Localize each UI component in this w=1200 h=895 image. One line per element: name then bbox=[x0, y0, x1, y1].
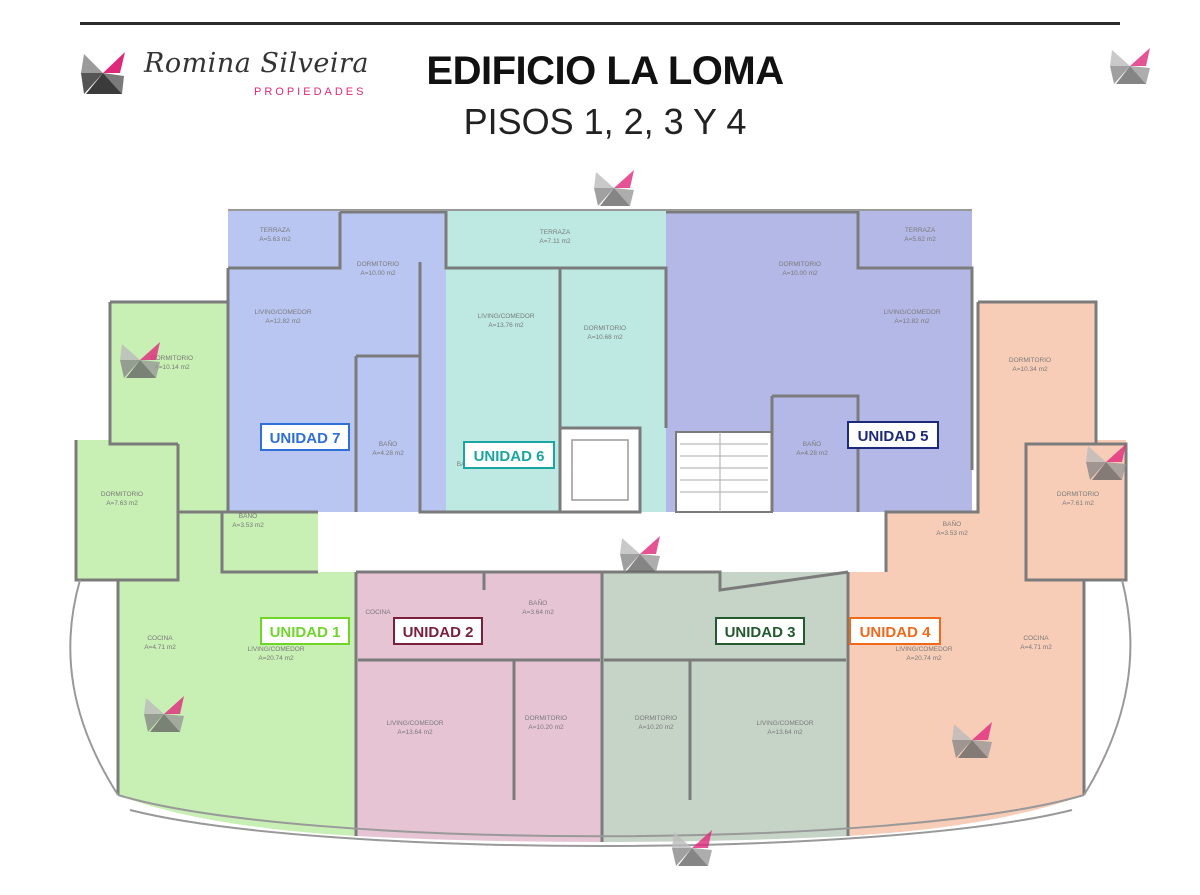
room-area: A=5.63 m2 bbox=[259, 236, 291, 243]
room-area: A=7.61 m2 bbox=[1062, 500, 1094, 507]
room-area: A=20.74 m2 bbox=[906, 655, 942, 662]
unit-label: UNIDAD 4 bbox=[860, 624, 931, 641]
room-area: A=10.20 m2 bbox=[528, 724, 564, 731]
room-area: A=10.00 m2 bbox=[360, 270, 396, 277]
room-area: A=3.53 m2 bbox=[936, 530, 968, 537]
unit-1-badge: UNIDAD 1 bbox=[260, 617, 350, 645]
room-label: DORMITORIO bbox=[101, 491, 143, 498]
room-label: TERRAZA bbox=[260, 227, 291, 234]
room-label: DORMITORIO bbox=[584, 325, 626, 332]
room-label: COCINA bbox=[147, 635, 173, 642]
facade-curve bbox=[69, 209, 1132, 847]
room-area: A=10.34 m2 bbox=[1012, 366, 1048, 373]
unit-7-area bbox=[228, 210, 446, 512]
room-label: DORMITORIO bbox=[357, 261, 399, 268]
brand-name: Romina Silveira bbox=[144, 48, 370, 79]
room-area: A=10.20 m2 bbox=[638, 724, 674, 731]
room-label: LIVING/COMEDOR bbox=[247, 646, 304, 653]
unit-3-area bbox=[602, 572, 848, 842]
room-label: BAÑO bbox=[379, 439, 397, 448]
room-label: COCINA bbox=[1023, 635, 1049, 642]
room-label: LIVING/COMEDOR bbox=[756, 720, 813, 727]
unit-label: UNIDAD 3 bbox=[725, 624, 796, 641]
room-label: COCINA bbox=[365, 609, 391, 616]
room-area: A=4.28 m2 bbox=[372, 450, 404, 457]
unit-label: UNIDAD 6 bbox=[474, 448, 545, 465]
room-area: A=13.64 m2 bbox=[397, 729, 433, 736]
unit-3-badge: UNIDAD 3 bbox=[715, 617, 805, 645]
room-area: A=12.82 m2 bbox=[894, 318, 930, 325]
room-area: A=4.71 m2 bbox=[1020, 644, 1052, 651]
unit-4-area bbox=[848, 302, 1126, 836]
room-label: BAÑO bbox=[803, 439, 821, 448]
room-area: A=5.62 m2 bbox=[904, 236, 936, 243]
room-label: LIVING/COMEDOR bbox=[895, 646, 952, 653]
room-area: A=10.68 m2 bbox=[587, 334, 623, 341]
room-label: LIVING/COMEDOR bbox=[883, 309, 940, 316]
room-label: LIVING/COMEDOR bbox=[477, 313, 534, 320]
room-label: BAÑO bbox=[943, 519, 961, 528]
unit-label: UNIDAD 5 bbox=[858, 428, 929, 445]
room-label: DORMITORIO bbox=[1009, 357, 1051, 364]
room-area: A=10.14 m2 bbox=[154, 364, 190, 371]
unit-6-badge: UNIDAD 6 bbox=[463, 441, 555, 469]
room-area: A=13.76 m2 bbox=[488, 322, 524, 329]
unit-5-badge: UNIDAD 5 bbox=[847, 421, 939, 449]
brand-subtitle: PROPIEDADES bbox=[254, 86, 367, 98]
room-label: TERRAZA bbox=[540, 229, 571, 236]
room-label: DORMITORIO bbox=[1057, 491, 1099, 498]
unit-label: UNIDAD 1 bbox=[270, 624, 341, 641]
room-area: A=3.64 m2 bbox=[522, 609, 554, 616]
walls bbox=[74, 210, 1128, 842]
room-area: A=7.63 m2 bbox=[106, 500, 138, 507]
room-label: DORMITORIO bbox=[151, 355, 193, 362]
building-core bbox=[558, 426, 773, 514]
room-area: A=10.00 m2 bbox=[782, 270, 818, 277]
page-title: EDIFICIO LA LOMA bbox=[426, 49, 784, 93]
room-label: LIVING/COMEDOR bbox=[386, 720, 443, 727]
room-area: A=3.53 m2 bbox=[232, 522, 264, 529]
room-label: LIVING/COMEDOR bbox=[254, 309, 311, 316]
unit-label: UNIDAD 7 bbox=[270, 430, 341, 447]
unit-2-area bbox=[356, 572, 602, 842]
room-area: A=4.28 m2 bbox=[796, 450, 828, 457]
logo-mark-icon bbox=[81, 52, 125, 94]
room-label: TERRAZA bbox=[905, 227, 936, 234]
top-rule bbox=[80, 22, 1120, 25]
unit-4-badge: UNIDAD 4 bbox=[849, 617, 941, 645]
page-subtitle: PISOS 1, 2, 3 Y 4 bbox=[463, 101, 747, 142]
room-area: A=13.64 m2 bbox=[767, 729, 803, 736]
unit-label: UNIDAD 2 bbox=[403, 624, 474, 641]
room-area: A=4.71 m2 bbox=[144, 644, 176, 651]
room-area: A=12.82 m2 bbox=[265, 318, 301, 325]
brand-logo: Romina Silveira PROPIEDADES bbox=[78, 46, 378, 108]
room-label: BAÑO bbox=[529, 598, 547, 607]
room-label: DORMITORIO bbox=[779, 261, 821, 268]
room-label: BAÑO bbox=[239, 511, 257, 520]
unit-7-badge: UNIDAD 7 bbox=[260, 423, 350, 451]
room-label: DORMITORIO bbox=[635, 715, 677, 722]
unit-2-badge: UNIDAD 2 bbox=[393, 617, 483, 645]
room-label: DORMITORIO bbox=[525, 715, 567, 722]
room-area: A=20.74 m2 bbox=[258, 655, 294, 662]
room-area: A=7.11 m2 bbox=[539, 238, 571, 245]
